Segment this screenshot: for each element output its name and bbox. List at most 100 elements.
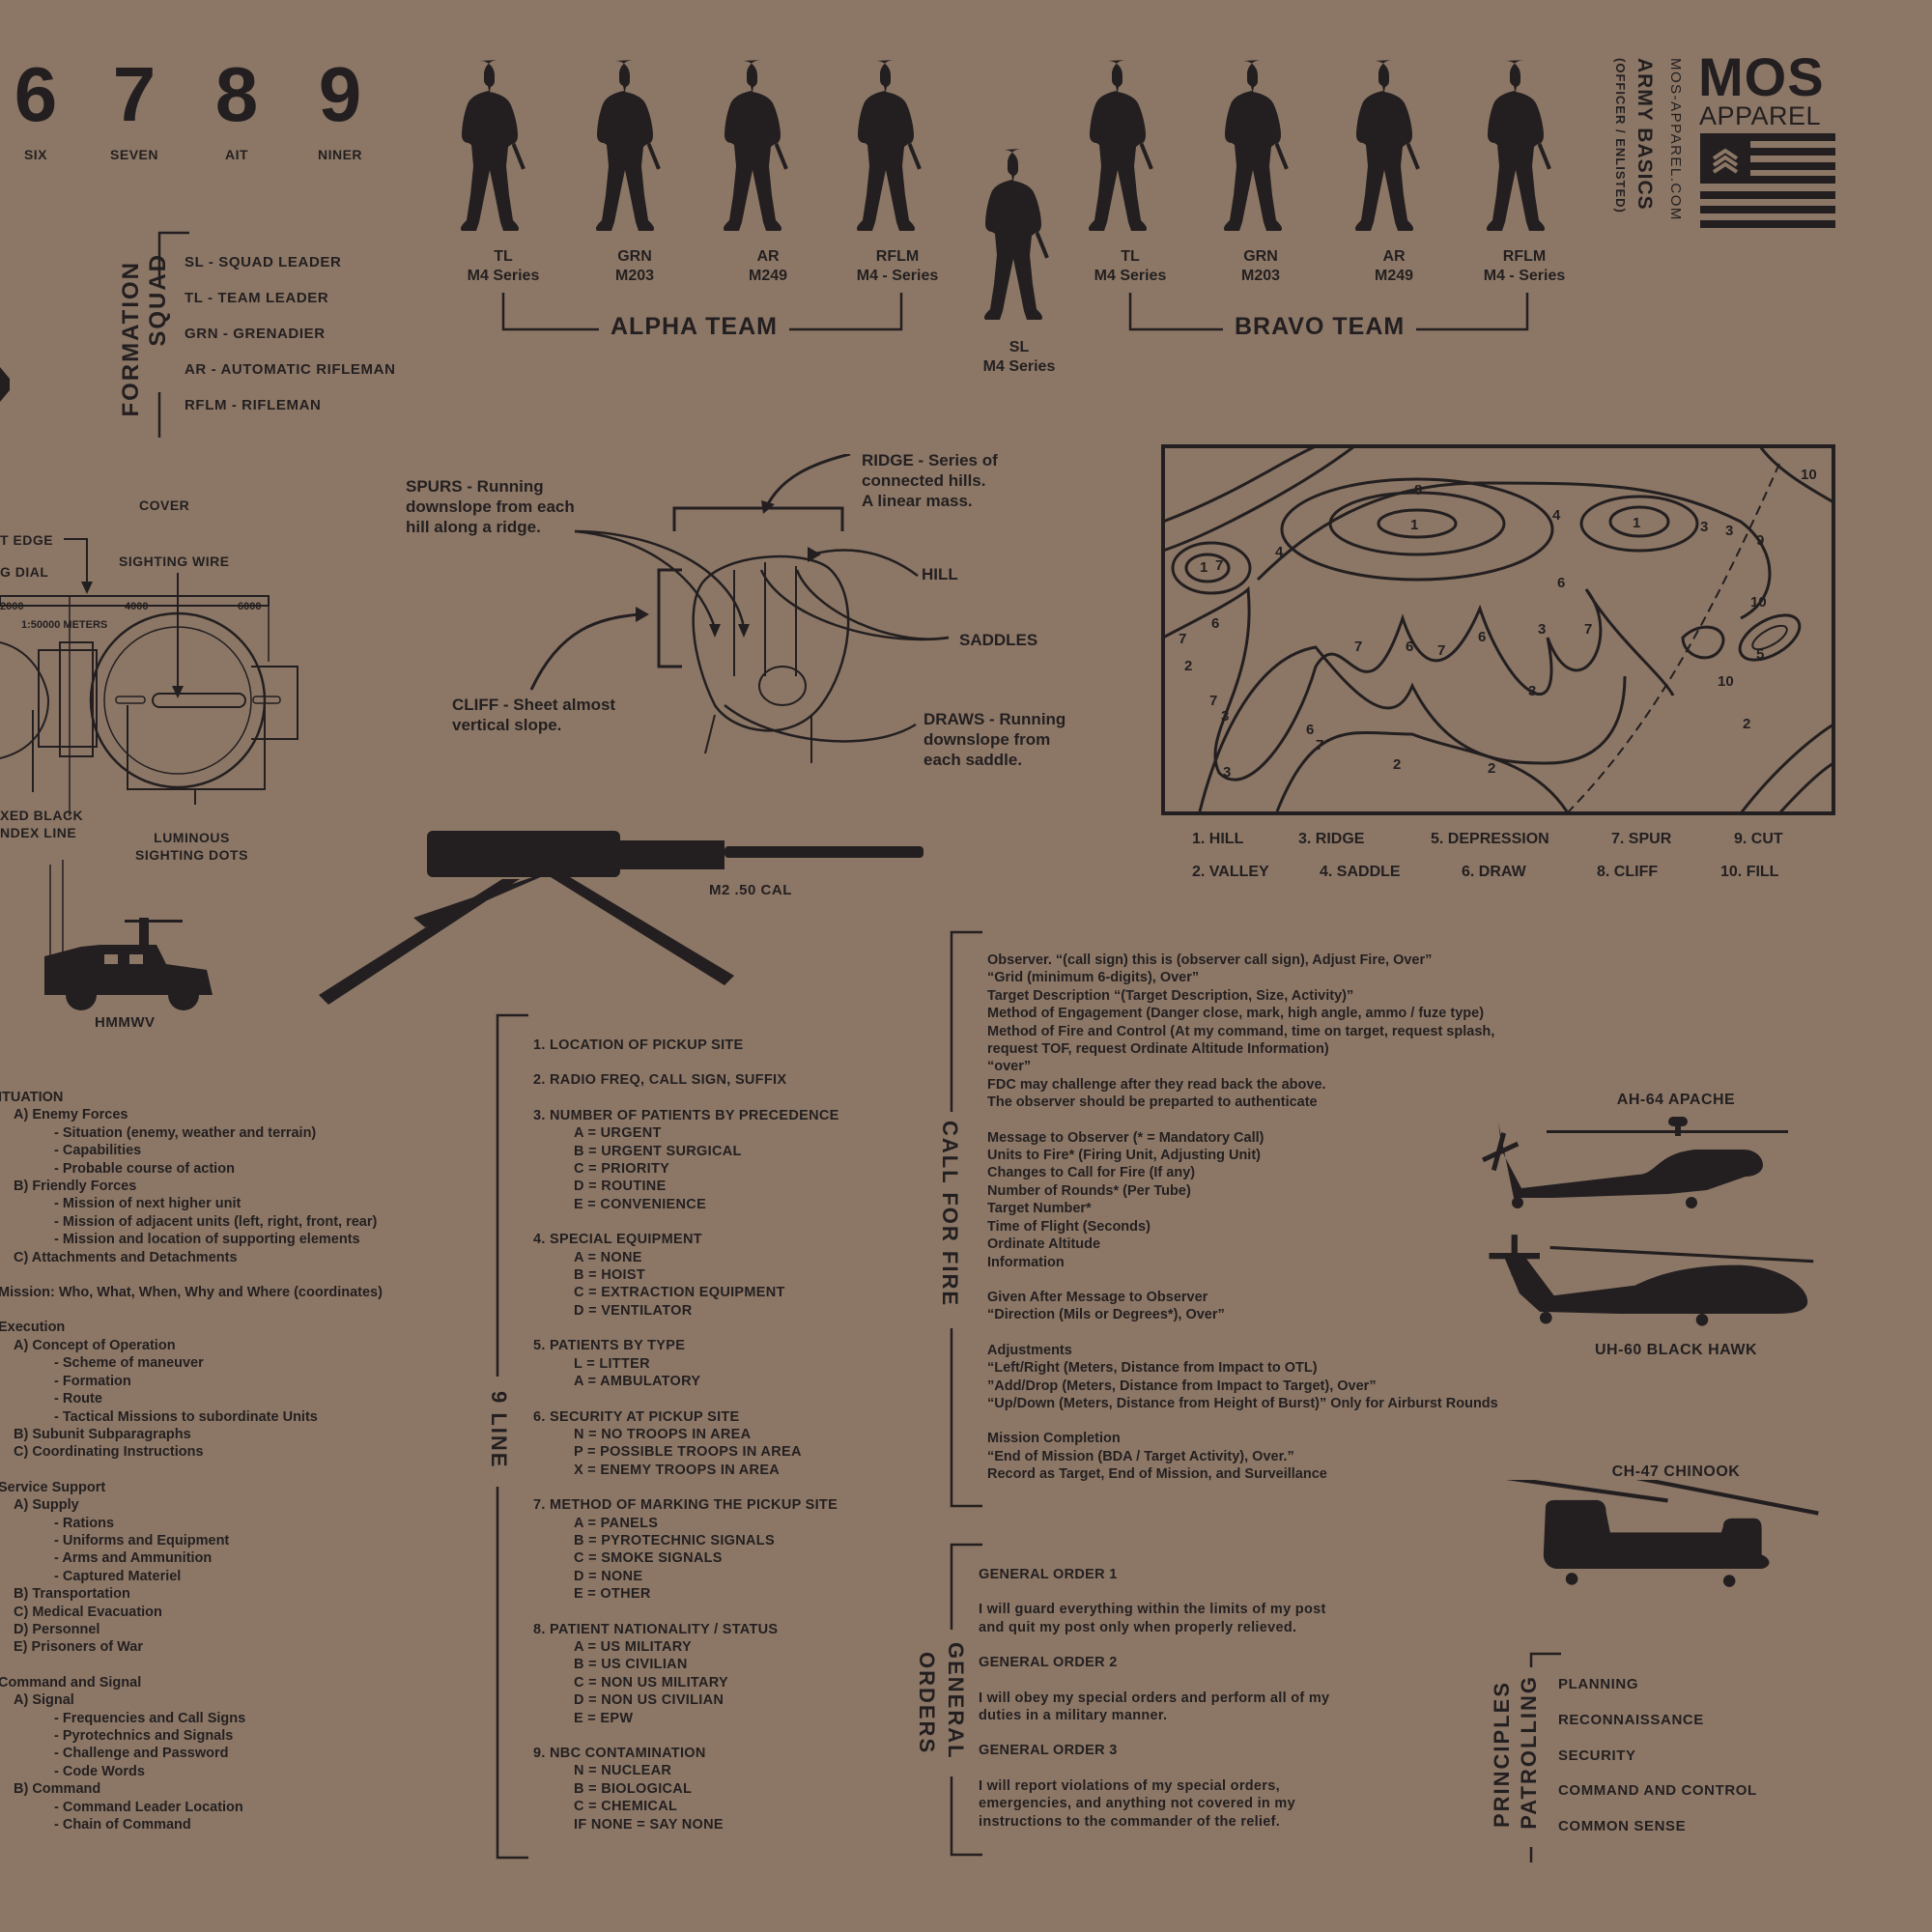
compass-scale-6000: 6000 [238,601,262,612]
patrolling-bracket [1529,1652,1561,1862]
cff-line: Observer. “(call sign) this is (observer… [987,952,1433,968]
cff-line: The observer should be preparted to auth… [987,1094,1318,1111]
cff-line: Target Description “(Target Description,… [987,987,1354,1004]
weapon: M203 [614,268,655,284]
svg-text:10: 10 [1801,467,1817,483]
spurs-label: SPURS - Running downslope from each hill… [406,476,575,537]
nine-line-sub: C = CHEMICAL [574,1799,678,1815]
cff-line: Method of Fire and Control (At my comman… [987,1023,1495,1039]
role: GRN [1243,248,1278,265]
role: RFLM [875,248,920,265]
nine-line-sub: A = URGENT [574,1125,662,1142]
cff-line: “Direction (Mils or Degrees*), Over” [987,1307,1225,1323]
cff-line: “End of Mission (BDA / Target Activity),… [987,1448,1294,1464]
opord-line: - Mission of next higher unit [54,1196,242,1212]
cff-line: Number of Rounds* (Per Tube) [987,1182,1191,1199]
dots-2: SIGHTING DOTS [135,847,248,863]
nine-line-sub: L = LITTER [574,1355,650,1372]
squad-leader-label: SL M4 Series [956,338,1082,377]
svg-text:2: 2 [1184,658,1192,674]
map-legend-item: 8. CLIFF [1597,864,1659,880]
draws-line: each saddle. [923,751,1023,769]
m2-machine-gun-icon [319,831,923,1005]
compass-scale-2000: 2000 [0,601,24,612]
svg-text:1: 1 [1200,559,1208,576]
soldier-label: TL M4 Series [440,247,566,286]
opord-line: - Arms and Ammunition [54,1550,213,1567]
call-for-fire-title: CALL FOR FIRE [938,1121,962,1308]
nine-line-sub: E = OTHER [574,1586,651,1603]
svg-text:7: 7 [1584,621,1592,638]
blackhawk-helicopter-icon [1478,1233,1845,1334]
general-order-text: instructions to the commander of the rel… [979,1813,1281,1830]
opord-line: - Pyrotechnics and Signals [54,1728,234,1744]
general-order-head: GENERAL ORDER 2 [979,1655,1118,1671]
nine-line-sub: C = EXTRACTION EQUIPMENT [574,1285,785,1301]
role: TL [494,248,513,265]
cff-line: Target Number* [987,1201,1092,1217]
general-orders-title-1: GENERAL [944,1642,968,1760]
compass-sighting-dots-label: LUMINOUS SIGHTING DOTS [135,829,248,864]
alpha-team-title: ALPHA TEAM [599,313,789,341]
squad-item: RFLM - RIFLEMAN [185,397,322,413]
map-legend-item: 9. CUT [1734,831,1783,847]
map-legend-item: 4. SADDLE [1320,864,1401,880]
opord-line: C) Attachments and Detachments [14,1249,238,1265]
general-order-text: duties in a military manner. [979,1708,1168,1724]
weapon: M4 Series [467,268,540,284]
weapon: M4 Series [982,358,1056,375]
nine-line-sub: X = ENEMY TROOPS IN AREA [574,1462,781,1478]
squad-leader-soldier-icon [983,147,1061,330]
cff-line: Time of Flight (Seconds) [987,1218,1151,1235]
role: GRN [617,248,652,265]
nine-line-head: 2. RADIO FREQ, CALL SIGN, SUFFIX [533,1072,787,1089]
map-legend-item: 2. VALLEY [1192,864,1269,880]
general-order-text: and quit my post only when properly reli… [979,1619,1297,1635]
nine-line-sub: D = NON US CIVILIAN [574,1692,724,1709]
fist-drawing [529,454,950,763]
cff-line: Given After Message to Observer [987,1289,1208,1305]
nine-line-head: 6. SECURITY AT PICKUP SITE [533,1408,740,1425]
role: TL [1121,248,1140,265]
opord-head: Command and Signal [0,1674,142,1690]
cff-line: Record as Target, End of Mission, and Su… [987,1466,1327,1483]
opord-line: C) Medical Evacuation [14,1604,162,1620]
soldier-icon [1088,58,1165,242]
soldier-icon [1223,58,1300,242]
phonetic-number: 8 AIT [193,56,280,163]
general-order-text: I will guard everything within the limit… [979,1602,1326,1618]
nine-line-sub: IF NONE = SAY NONE [574,1816,724,1833]
weapon: M4 - Series [1483,268,1566,284]
hmmwv-icon [44,860,213,1010]
svg-text:3: 3 [1725,523,1733,539]
map-legend-item: 5. DEPRESSION [1431,831,1549,847]
nine-line-sub: E = CONVENIENCE [574,1196,707,1212]
brand-logo-bottom: APPAREL [1699,101,1822,130]
opord-line: - Tactical Missions to subordinate Units [54,1408,318,1425]
brand-website: MOS-APPAREL.COM [1667,58,1684,221]
opord-head: Execution [0,1320,66,1336]
compass-drawing [0,538,298,816]
squad-formation-title-2: FORMATION [118,261,144,417]
dots-1: LUMINOUS [154,830,230,845]
patrolling-title-2: PRINCIPLES [1490,1681,1514,1829]
compass-dial-label: G DIAL [0,564,49,580]
opord-line: B) Friendly Forces [14,1179,137,1195]
opord-line: - Uniforms and Equipment [54,1532,230,1548]
general-orders-text: GENERAL ORDER 1 I will guard everything … [979,1566,1404,1831]
index-line-2: NDEX LINE [0,825,77,840]
cff-line: Adjustments [987,1342,1072,1358]
soldier-icon [1486,58,1563,242]
digit-word: SEVEN [110,147,158,162]
cff-line: “Up/Down (Meters, Distance from Height o… [987,1395,1498,1411]
nine-line-sub: C = PRIORITY [574,1161,670,1178]
phonetic-number: 6 SIX [0,56,79,163]
opord-line: D) Personnel [14,1621,100,1637]
svg-text:3: 3 [1538,621,1546,638]
soldier-label: AR M249 [705,247,831,286]
svg-text:2: 2 [1488,760,1495,777]
digit-word: AIT [224,147,249,162]
svg-text:7: 7 [1354,639,1362,655]
ridge-line: A linear mass. [862,492,973,510]
blackhawk-label: UH-60 BLACK HAWK [1595,1342,1757,1358]
